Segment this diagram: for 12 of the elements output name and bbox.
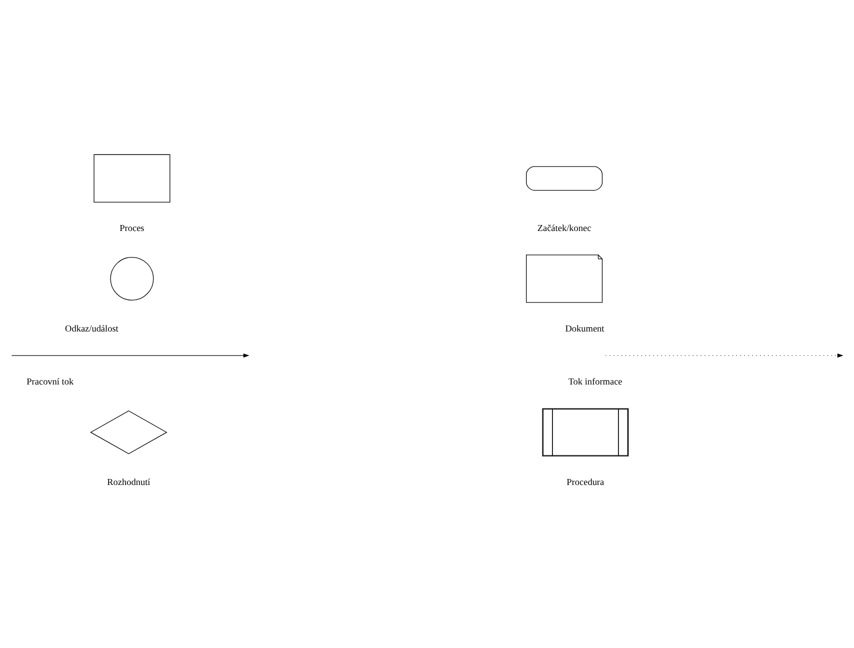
node-stadium	[526, 166, 603, 190]
node-diamond	[90, 410, 168, 454]
legend-label: Tok informace	[568, 376, 622, 386]
node-label: Dokument	[565, 322, 604, 333]
node-label: Proces	[120, 222, 144, 233]
node-label: Odkaz/událost	[65, 322, 118, 333]
legend-label: Pracovní tok	[26, 376, 74, 386]
node-label: Začátek/konec	[537, 222, 592, 233]
node-box	[94, 154, 170, 202]
node-label: Rozhodnutí	[107, 476, 150, 486]
node-label: Procedura	[566, 476, 604, 486]
node-circle	[110, 256, 154, 300]
